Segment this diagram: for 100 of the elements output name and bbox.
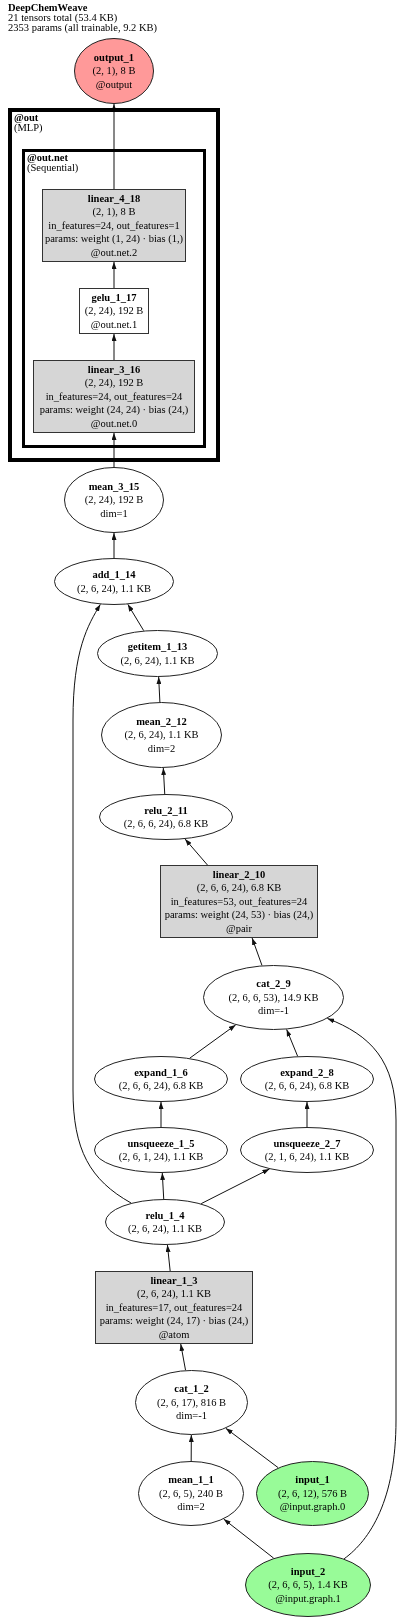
- arrow: [189, 1024, 237, 1059]
- node-title: mean_3_15: [88, 479, 140, 494]
- arrow: [72, 603, 132, 1204]
- node-detail: @input.graph.0: [279, 1500, 346, 1514]
- ellipse-node: [94, 1127, 228, 1173]
- node-detail: params: weight (24, 24) · bias (24,): [39, 403, 189, 417]
- summary-text: 21 tensors total (53.4 KB): [8, 13, 119, 23]
- arrow: [179, 1343, 187, 1371]
- group-detail: (Sequential): [27, 163, 79, 173]
- node-detail: (2, 6, 5), 240 B: [159, 1486, 223, 1501]
- group-title: @out.net: [27, 153, 68, 163]
- node-detail: @input.graph.1: [275, 1591, 341, 1606]
- node-detail: in_features=24, out_features=1: [48, 218, 180, 233]
- arrow: [184, 838, 208, 866]
- arrow: [111, 432, 117, 468]
- node-detail: @out.net.2: [90, 245, 138, 260]
- node-title: output_1: [93, 50, 135, 65]
- ellipse-node: [74, 38, 154, 104]
- ellipse-node: [240, 1127, 374, 1173]
- node-detail: (2, 24), 192 B: [84, 304, 144, 318]
- node-title: gelu_1_17: [91, 290, 137, 305]
- layer-box: [42, 189, 186, 262]
- ellipse-node: [135, 1370, 248, 1435]
- node-detail: (2, 6, 24), 1.1 KB: [127, 1222, 203, 1236]
- layer-box: [79, 288, 149, 334]
- arrow: [304, 1101, 310, 1128]
- arrow: [161, 767, 167, 795]
- node-detail: (2, 6, 17), 816 B: [156, 1395, 227, 1410]
- node-detail: (2, 6, 6, 24), 6.8 KB: [264, 1079, 350, 1093]
- ellipse-node: [94, 1056, 228, 1102]
- arrow: [225, 1427, 279, 1469]
- node-detail: in_features=17, out_features=24: [105, 1300, 243, 1315]
- node-title: linear_3_16: [87, 362, 141, 377]
- ellipse-node: [256, 1461, 369, 1526]
- node-title: getitem_1_13: [127, 640, 188, 654]
- layer-box: [160, 865, 318, 938]
- node-detail: (2, 6, 6, 5), 1.4 KB: [268, 1578, 348, 1592]
- arrow: [251, 937, 263, 966]
- node-detail: dim=2: [147, 741, 176, 756]
- arrow: [326, 1017, 397, 1560]
- node-title: linear_2_10: [212, 867, 266, 882]
- node-title: input_1: [295, 1473, 330, 1487]
- node-title: cat_1_2: [174, 1382, 209, 1396]
- node-detail: (2, 6, 24), 1.1 KB: [76, 581, 152, 595]
- node-title: cat_2_9: [256, 977, 291, 991]
- group-frame: [8, 108, 220, 462]
- node-detail: (2, 6, 6, 53), 14.9 KB: [228, 990, 319, 1005]
- node-detail: params: weight (1, 24) · bias (1,): [44, 232, 184, 246]
- group-detail: (MLP): [14, 123, 43, 133]
- ellipse-node: [240, 1056, 374, 1102]
- node-detail: (2, 6, 1, 24), 1.1 KB: [118, 1150, 204, 1164]
- node-detail: @atom: [158, 1327, 190, 1342]
- node-detail: @output: [95, 77, 133, 92]
- arrow: [165, 1244, 171, 1272]
- node-title: linear_4_18: [87, 191, 141, 206]
- arrow: [160, 1172, 166, 1200]
- arrow: [111, 333, 117, 361]
- node-title: add_1_14: [92, 568, 136, 582]
- node-detail: in_features=53, out_features=24: [170, 894, 308, 909]
- arrow: [127, 603, 145, 632]
- node-detail: (2, 6, 6, 24), 6.8 KB: [118, 1079, 204, 1093]
- node-detail: (2, 1), 8 B: [92, 64, 136, 78]
- node-detail: dim=2: [177, 1500, 205, 1514]
- ellipse-node: [54, 558, 174, 605]
- node-detail: (2, 6, 6, 24), 6.8 KB: [123, 817, 209, 831]
- node-detail: (2, 6, 24), 1.1 KB: [120, 653, 195, 667]
- arrow: [200, 1168, 270, 1205]
- ellipse-node: [245, 1553, 371, 1617]
- node-detail: params: weight (24, 53) · bias (24,): [164, 908, 314, 922]
- node-title: mean_2_12: [136, 714, 187, 729]
- ellipse-node: [138, 1461, 244, 1526]
- arrow: [111, 532, 117, 559]
- group-frame: [22, 149, 206, 448]
- arrow: [111, 261, 117, 289]
- node-detail: (2, 1), 8 B: [92, 205, 136, 219]
- arrow: [188, 1434, 194, 1462]
- ellipse-node: [99, 794, 233, 840]
- arrow: [111, 103, 117, 190]
- layer-box: [33, 360, 195, 433]
- ellipse-node: [97, 630, 218, 677]
- ellipse-node: [64, 467, 164, 533]
- node-title: relu_1_4: [145, 1208, 185, 1222]
- node-title: mean_1_1: [168, 1473, 214, 1487]
- node-detail: dim=-1: [176, 1409, 207, 1423]
- node-detail: (2, 1, 6, 24), 1.1 KB: [264, 1150, 350, 1164]
- diagram-title: DeepChemWeave: [8, 3, 89, 13]
- node-title: expand_2_8: [280, 1065, 334, 1079]
- layer-box: [95, 1271, 253, 1344]
- node-title: input_2: [290, 1564, 326, 1579]
- node-title: linear_1_3: [150, 1273, 198, 1288]
- node-title: unsqueeze_1_5: [127, 1136, 195, 1150]
- node-detail: @out.net.1: [90, 317, 138, 332]
- node-detail: params: weight (24, 17) · bias (24,): [99, 1314, 249, 1328]
- arrow: [158, 1101, 164, 1128]
- node-detail: (2, 24), 192 B: [84, 493, 144, 507]
- node-title: expand_1_6: [134, 1065, 188, 1079]
- ellipse-node: [203, 965, 344, 1030]
- node-detail: @pair: [226, 921, 252, 936]
- node-detail: (2, 6, 6, 24), 6.8 KB: [196, 881, 282, 895]
- node-detail: (2, 6, 24), 1.1 KB: [124, 728, 199, 742]
